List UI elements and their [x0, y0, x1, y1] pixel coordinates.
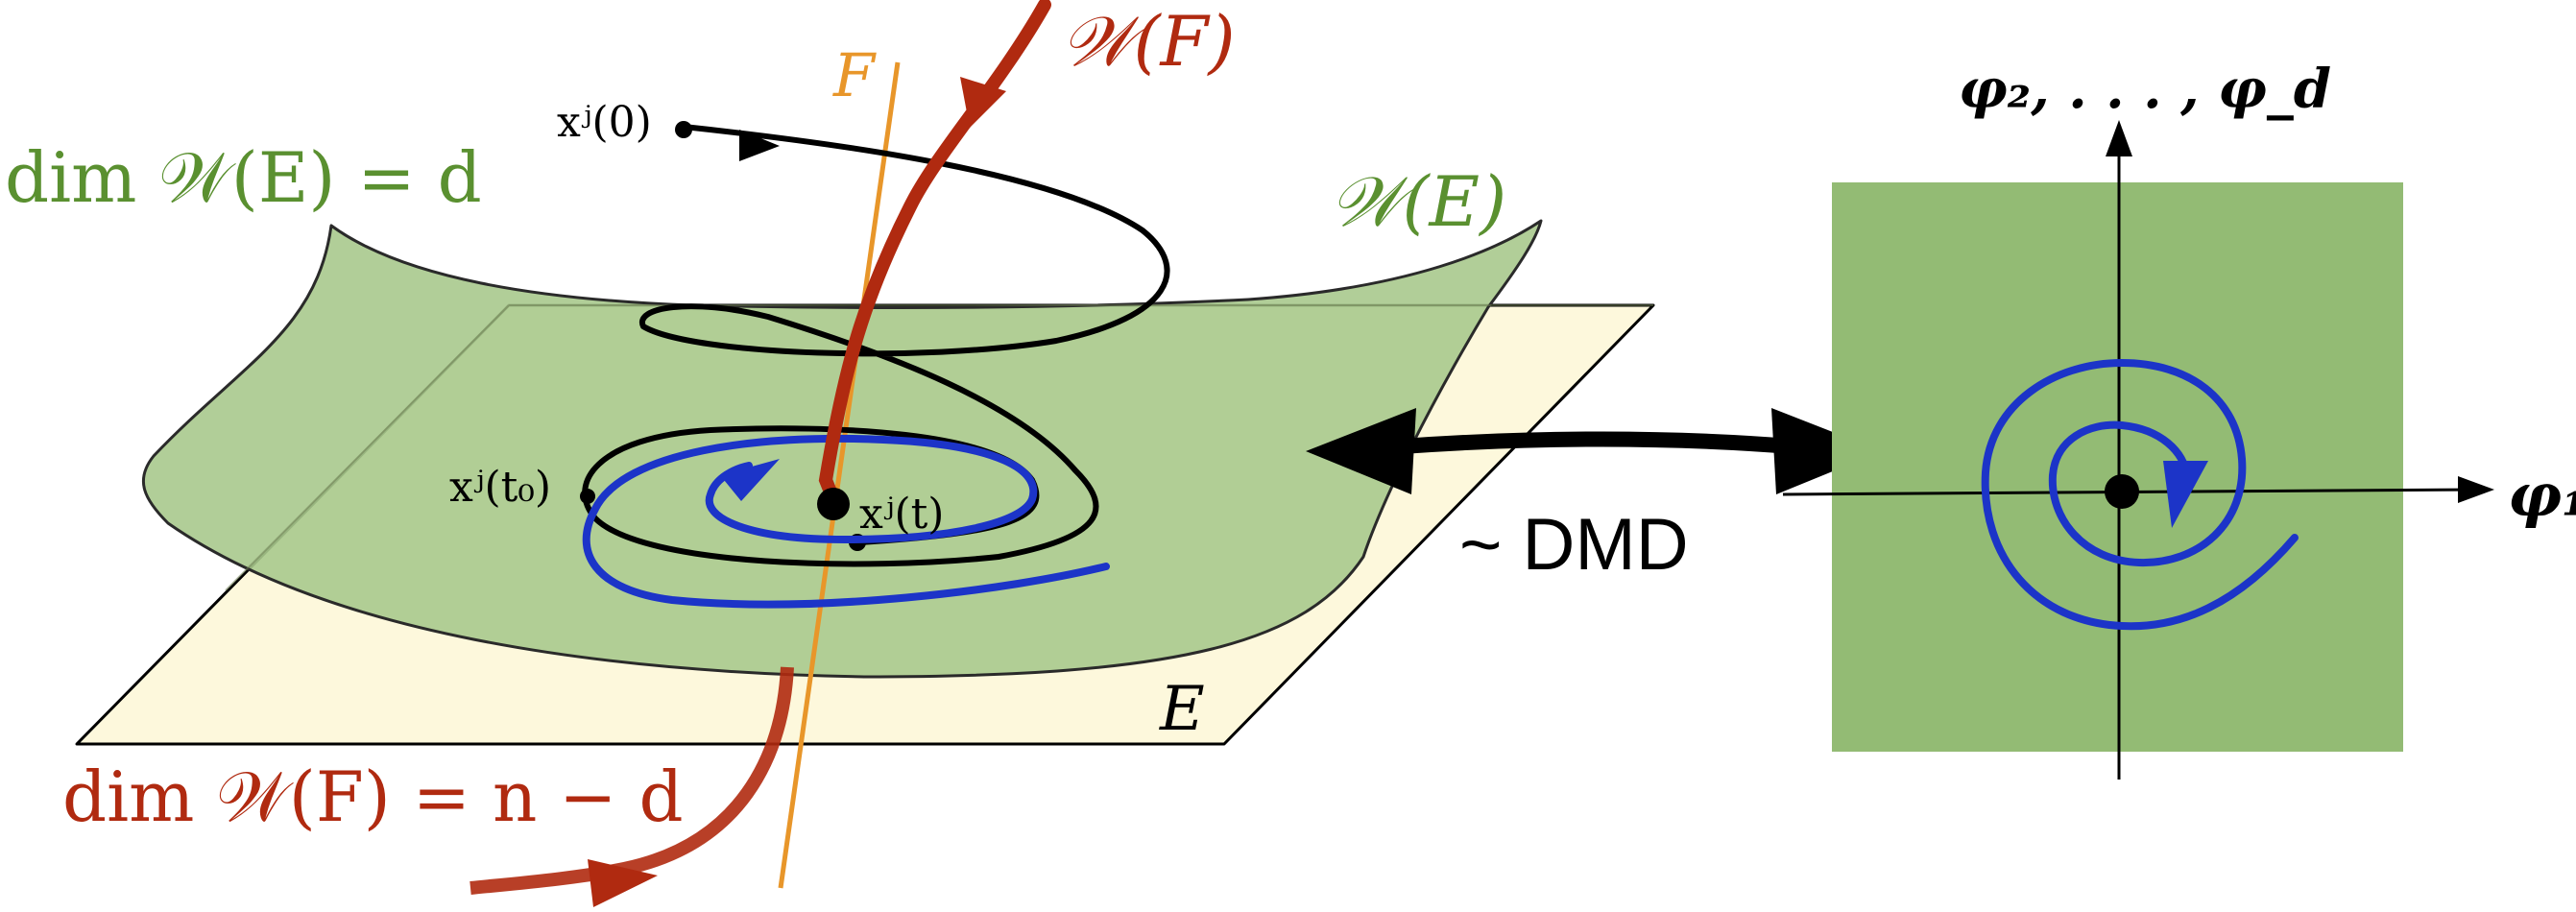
fast-manifold-WF-lower: [469, 666, 794, 895]
blue-spiral-left: [582, 434, 1110, 609]
wf-upper-arrowhead: [960, 77, 1006, 128]
blue-spiral-right: [1981, 359, 2299, 631]
label-WF: 𝒲(F): [1061, 1, 1236, 82]
dmd-double-arrow-shaft: [1401, 431, 1792, 454]
label-WE: 𝒲(E): [1330, 161, 1506, 242]
trajectory-arrowhead: [739, 130, 780, 161]
blue-spiral-right-arrowhead: [2163, 461, 2208, 528]
label-phi-rest: φ₂, . . . , φ_d: [1959, 58, 2331, 121]
dmd-arrowhead-left: [1306, 408, 1416, 494]
label-dmd: ~ DMD: [1459, 504, 1689, 586]
blue-spiral-left-arrowhead: [720, 459, 780, 501]
label-dim-WE: dim 𝒲(E) = d: [5, 137, 482, 218]
fixed-point-left: [817, 488, 850, 520]
label-x-start: xʲ(0): [557, 98, 652, 147]
fast-manifold-WF-upper: [818, 0, 1051, 511]
label-x-t0: xʲ(t₀): [449, 463, 551, 512]
fixed-point-right: [2105, 474, 2139, 509]
dmd-arrowhead-right: [1771, 408, 1882, 494]
label-x-t: xʲ(t): [859, 490, 944, 539]
label-phi1: φ₁: [2508, 460, 2576, 530]
label-F: F: [832, 40, 877, 110]
fiber-F-line: [778, 61, 901, 889]
trajectory-xj: [582, 124, 1170, 567]
phi1-axis-arrowhead: [2458, 476, 2494, 503]
trajectory-start-dot: [675, 121, 692, 138]
trajectory-t0-dot: [580, 489, 595, 504]
phi-rest-axis-arrowhead: [2106, 120, 2132, 156]
wf-lower-arrowhead: [588, 859, 658, 907]
label-E: E: [1159, 674, 1205, 745]
label-dim-WF: dim 𝒲(F) = n − d: [62, 756, 684, 837]
